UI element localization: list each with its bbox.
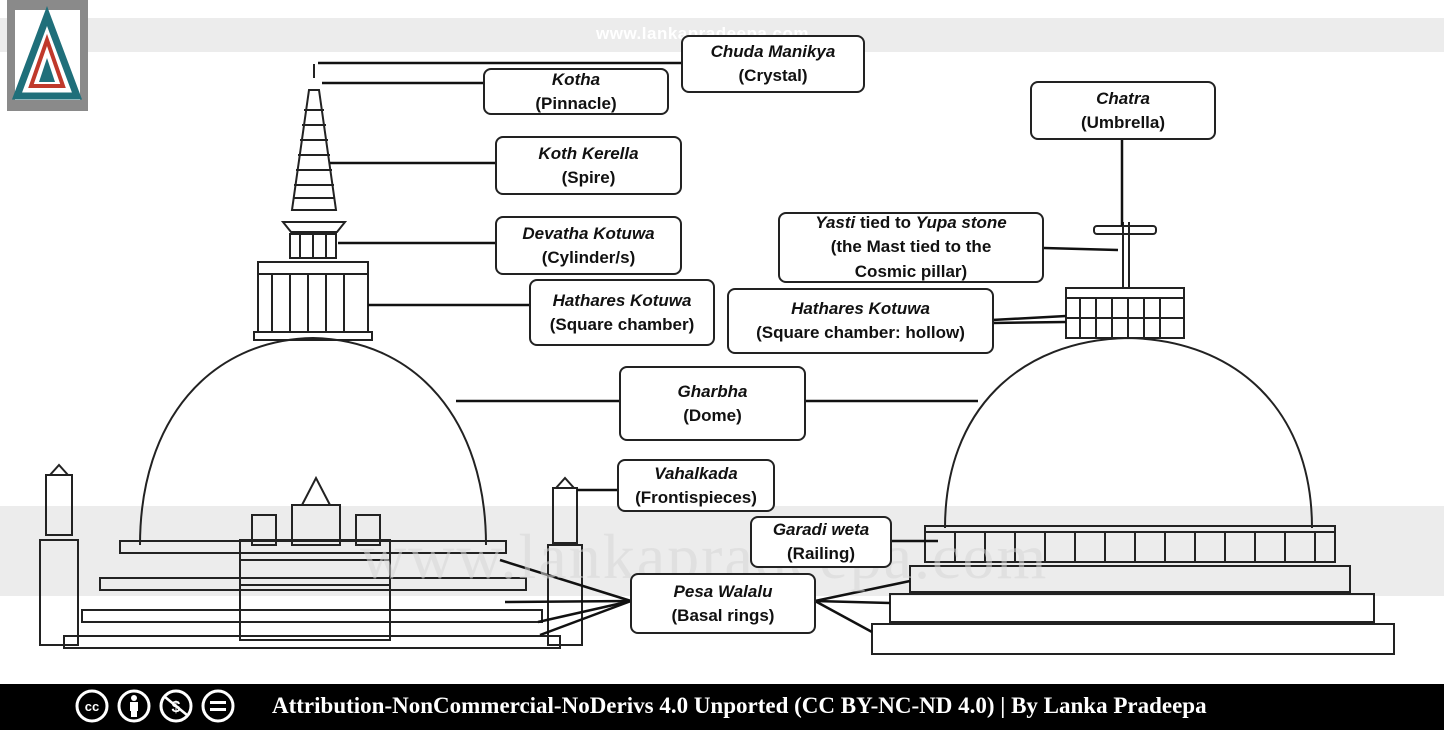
label-yasti: Yasti tied to Yupa stone (the Mast tied … — [778, 212, 1044, 283]
label-yasti-line3: Cosmic pillar) — [854, 261, 968, 281]
label-desc: (Basal rings) — [671, 605, 775, 625]
right-stupa — [871, 222, 1395, 655]
label-chuda-manikya: Chuda Manikya (Crystal) — [681, 35, 865, 93]
noderivs-icon — [201, 689, 235, 723]
label-name: Chatra — [1096, 88, 1150, 108]
label-desc: (Square chamber: hollow) — [756, 323, 965, 342]
label-koth-kerella: Koth Kerella (Spire) — [495, 136, 682, 195]
license-footer — [0, 684, 1444, 730]
label-name: Kotha — [551, 69, 601, 89]
label-desc: (Pinnacle) — [535, 93, 617, 113]
label-hathares-kotuwa-left: Hathares Kotuwa (Square chamber) — [529, 279, 715, 346]
label-garadi-weta: Garadi weta (Railing) — [750, 516, 892, 568]
label-devatha-kotuwa: Devatha Kotuwa (Cylinder/s) — [495, 216, 682, 275]
label-desc: (Crystal) — [738, 66, 808, 85]
leader-lines — [318, 61, 1124, 637]
label-yasti-word: Yasti — [815, 212, 856, 232]
label-name: Hathares Kotuwa — [791, 299, 930, 319]
label-desc: (Cylinder/s) — [541, 247, 636, 267]
license-text: Attribution-NonCommercial-NoDerivs 4.0 U… — [272, 693, 1207, 718]
label-pesa-walalu: Pesa Walalu (Basal rings) — [630, 573, 816, 634]
label-gharbha: Gharbha (Dome) — [619, 366, 806, 441]
label-desc: (Spire) — [561, 167, 616, 187]
site-logo — [7, 0, 88, 111]
label-name: Koth Kerella — [538, 143, 639, 163]
label-vahalkada: Vahalkada (Frontispieces) — [617, 459, 775, 512]
cc-icon: cc — [75, 689, 109, 723]
label-name: Gharbha — [677, 381, 748, 401]
label-name: Pesa Walalu — [673, 581, 773, 601]
label-yasti-line2: (the Mast tied to the — [830, 237, 992, 257]
label-desc: (Square chamber) — [549, 314, 695, 334]
label-name: Hathares Kotuwa — [552, 290, 692, 310]
label-desc: (Railing) — [787, 544, 855, 563]
noncommercial-icon: $ — [159, 689, 193, 723]
label-hathares-kotuwa-right: Hathares Kotuwa (Square chamber: hollow) — [727, 288, 994, 354]
attribution-icon — [117, 689, 151, 723]
label-desc: (Umbrella) — [1080, 112, 1166, 132]
svg-text:cc: cc — [85, 699, 99, 714]
label-desc: (Frontispieces) — [635, 487, 757, 507]
label-yasti-connector: tied to — [855, 212, 916, 232]
label-name: Devatha Kotuwa — [522, 223, 655, 243]
label-name: Chuda Manikya — [710, 42, 836, 62]
label-yupa-word: Yupa stone — [915, 212, 1007, 232]
label-name: Garadi weta — [772, 520, 870, 540]
label-desc: (Dome) — [683, 405, 742, 425]
label-kotha: Kotha (Pinnacle) — [483, 68, 669, 115]
label-chatra: Chatra (Umbrella) — [1030, 81, 1216, 140]
logo-icon — [11, 6, 83, 100]
label-yasti-line1: Yasti tied to Yupa stone — [815, 211, 1006, 236]
label-name: Vahalkada — [654, 463, 738, 483]
left-stupa — [39, 64, 583, 649]
